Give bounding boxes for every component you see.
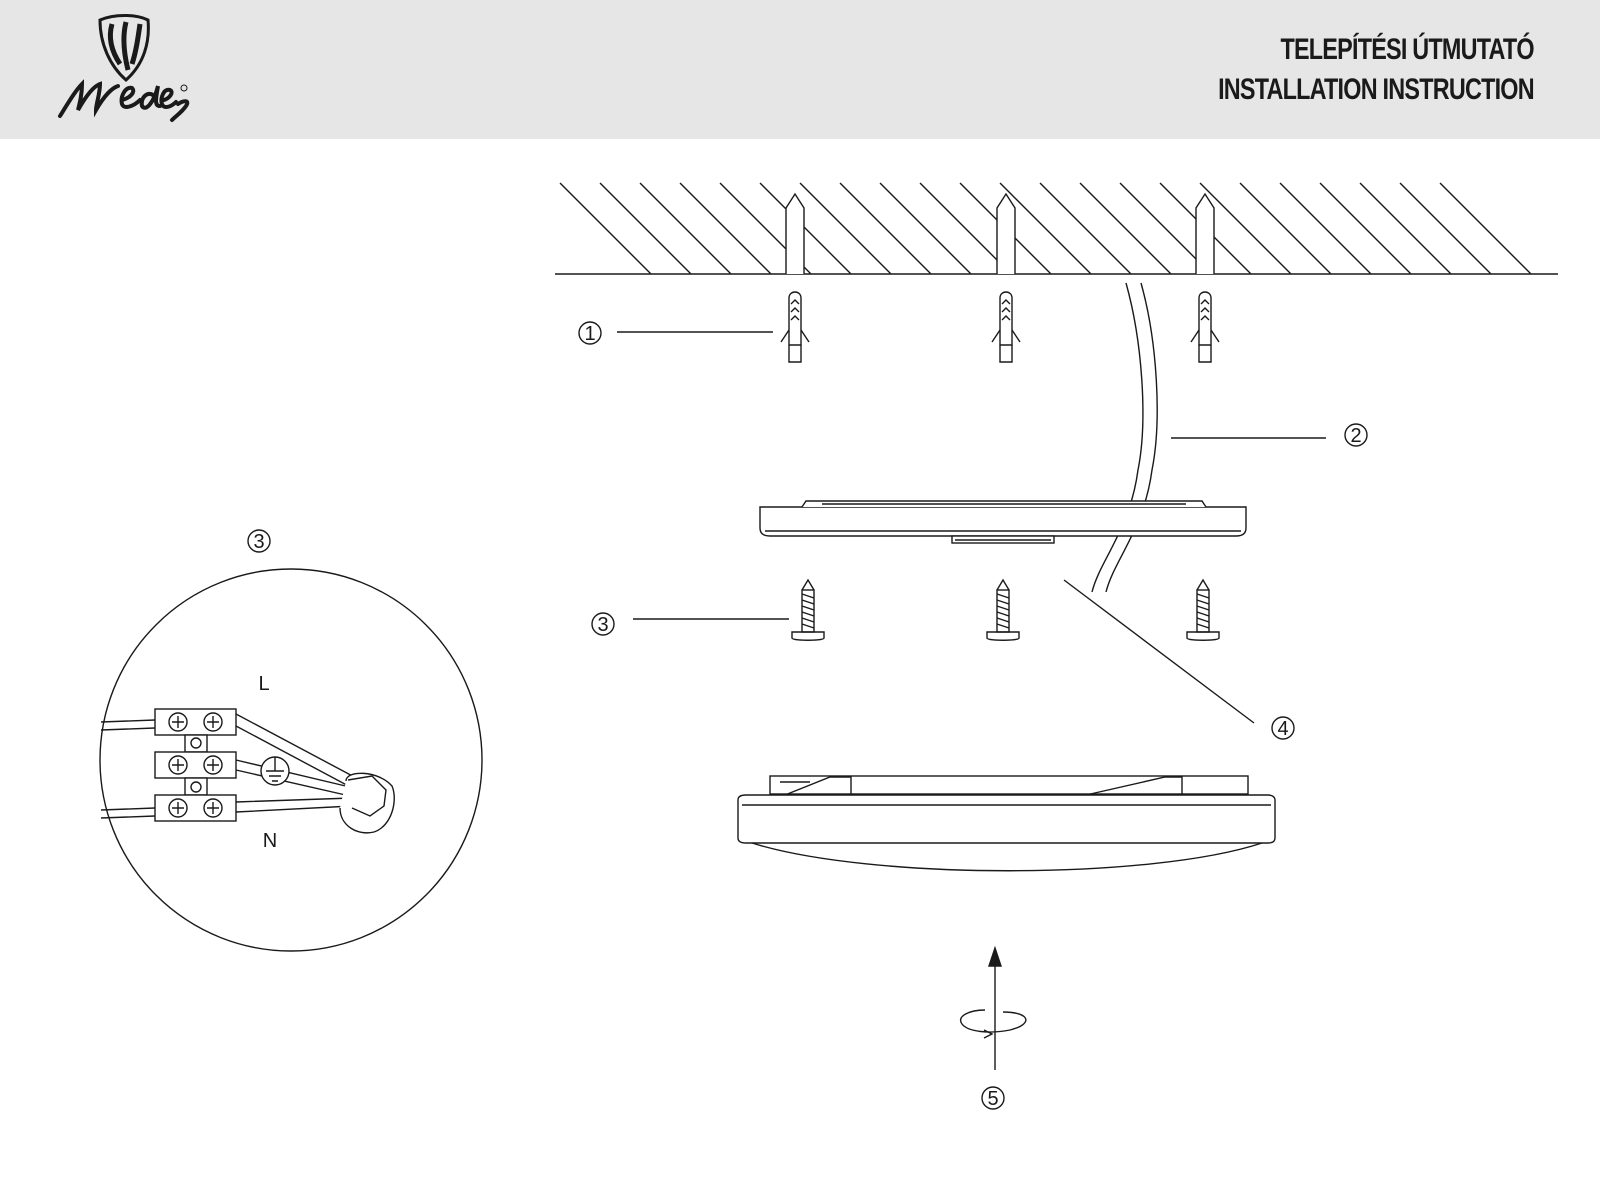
callout-2-circle xyxy=(1344,423,1368,447)
ceiling xyxy=(555,182,1558,275)
callout-5-number: 5 xyxy=(987,1088,998,1110)
callout-5-circle xyxy=(981,1086,1005,1110)
lamp-body xyxy=(737,775,1276,872)
wiring-detail xyxy=(100,708,395,834)
terminal-block xyxy=(154,751,237,779)
drill-hole xyxy=(996,192,1016,274)
callout-1-circle xyxy=(578,321,602,345)
terminal-block xyxy=(154,794,237,822)
title-hungarian: TELEPÍTÉSI ÚTMUTATÓ xyxy=(1280,33,1535,66)
callout-2-number: 2 xyxy=(1350,425,1361,447)
header-bar: TELEPÍTÉSI ÚTMUTATÓ INSTALLATION INSTRUC… xyxy=(0,0,1600,139)
document-titles: TELEPÍTÉSI ÚTMUTATÓ INSTALLATION INSTRUC… xyxy=(1218,30,1535,110)
callout-3-number: 3 xyxy=(597,614,608,636)
title-english: INSTALLATION INSTRUCTION xyxy=(1218,73,1535,106)
screw xyxy=(791,578,825,641)
callout-3-circle xyxy=(591,612,615,636)
neutral-wire-label: N xyxy=(263,830,277,852)
power-cable xyxy=(1091,282,1158,593)
drill-hole xyxy=(785,192,805,274)
screw xyxy=(986,578,1020,641)
wall-plug xyxy=(991,291,1021,363)
live-wire-label: L xyxy=(258,673,269,695)
wiring-detail-circle xyxy=(99,568,483,952)
callout-4-number: 4 xyxy=(1277,718,1288,740)
callout-4-leader xyxy=(1063,579,1255,724)
wall-plug xyxy=(780,291,810,363)
callout-4-circle xyxy=(1271,716,1295,740)
rotate-arrow-icon xyxy=(959,945,1027,1070)
terminal-block xyxy=(154,708,237,736)
drill-hole xyxy=(1195,192,1215,274)
callout-1-number: 1 xyxy=(584,323,595,345)
mounting-plate xyxy=(759,500,1247,544)
wall-plug xyxy=(1190,291,1220,363)
medes-logo xyxy=(58,14,190,122)
detail-callout-circle xyxy=(247,529,271,553)
detail-callout-number: 3 xyxy=(253,531,264,553)
screw xyxy=(1186,578,1220,641)
